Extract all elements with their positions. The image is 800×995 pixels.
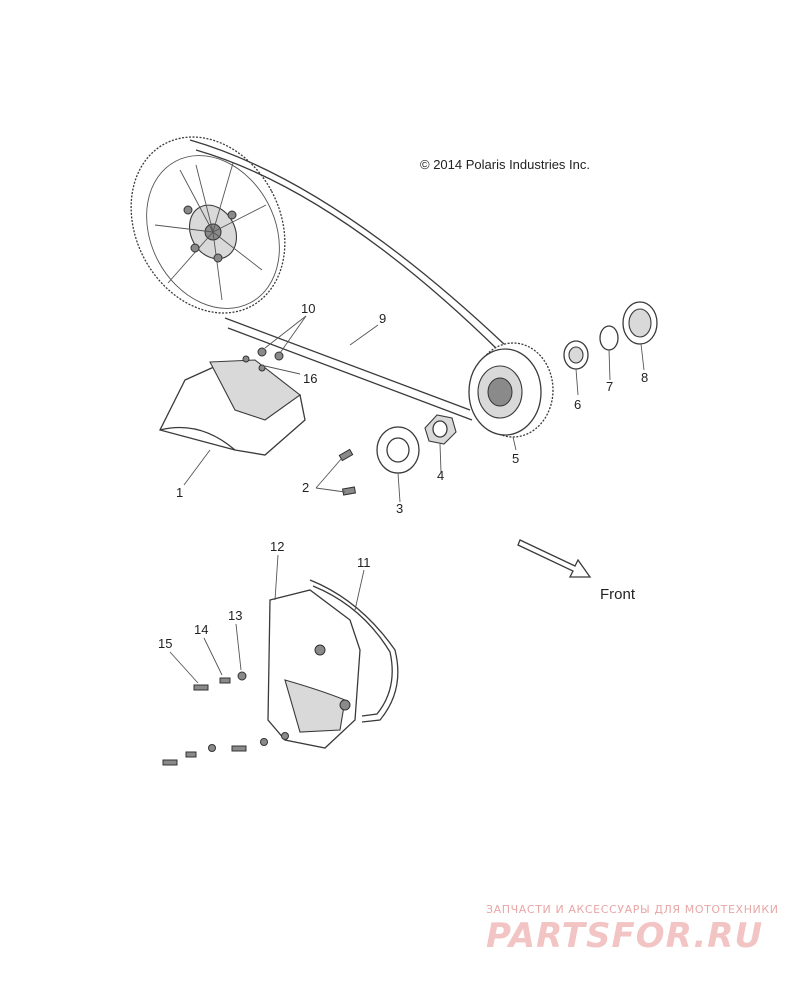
callout-10: 10 bbox=[301, 301, 315, 316]
copyright-notice: © 2014 Polaris Industries Inc. bbox=[420, 157, 590, 172]
callout-4: 4 bbox=[437, 468, 444, 483]
callout-16: 16 bbox=[303, 371, 317, 386]
callout-1: 1 bbox=[176, 485, 183, 500]
bolt-pair bbox=[338, 448, 357, 496]
watermark-tagline: ЗАПЧАСТИ И АКСЕССУАРЫ ДЛЯ МОТОТЕХНИКИ bbox=[486, 903, 779, 916]
callout-8: 8 bbox=[641, 370, 648, 385]
front-label: Front bbox=[600, 586, 636, 603]
bearing-race bbox=[563, 340, 589, 370]
callout-11: 11 bbox=[357, 555, 371, 570]
callout-5: 5 bbox=[512, 451, 519, 466]
callout-2: 2 bbox=[302, 480, 309, 495]
sprocket-nut bbox=[424, 414, 457, 445]
callout-15: 15 bbox=[158, 636, 172, 651]
snap-ring bbox=[599, 325, 619, 351]
washer-nuts bbox=[242, 347, 284, 372]
callout-9: 9 bbox=[379, 311, 386, 326]
callout-14: 14 bbox=[194, 622, 208, 637]
callout-3: 3 bbox=[396, 501, 403, 516]
lock-plate bbox=[376, 426, 420, 474]
drive-belt bbox=[189, 139, 506, 421]
cover bbox=[267, 589, 361, 749]
guard-bracket bbox=[159, 359, 306, 456]
drive-sprocket bbox=[468, 342, 554, 438]
callout-7: 7 bbox=[606, 379, 613, 394]
callout-6: 6 bbox=[574, 397, 581, 412]
leader-lines bbox=[169, 315, 645, 684]
callout-13: 13 bbox=[228, 608, 242, 623]
front-arrow bbox=[517, 539, 592, 578]
callout-12: 12 bbox=[270, 539, 284, 554]
rear-sprocket-wheel bbox=[130, 136, 286, 314]
oil-seal bbox=[622, 301, 658, 345]
watermark-logo: PARTSFOR.RU bbox=[486, 916, 763, 956]
cover-screws bbox=[162, 671, 289, 766]
gasket bbox=[309, 579, 399, 723]
